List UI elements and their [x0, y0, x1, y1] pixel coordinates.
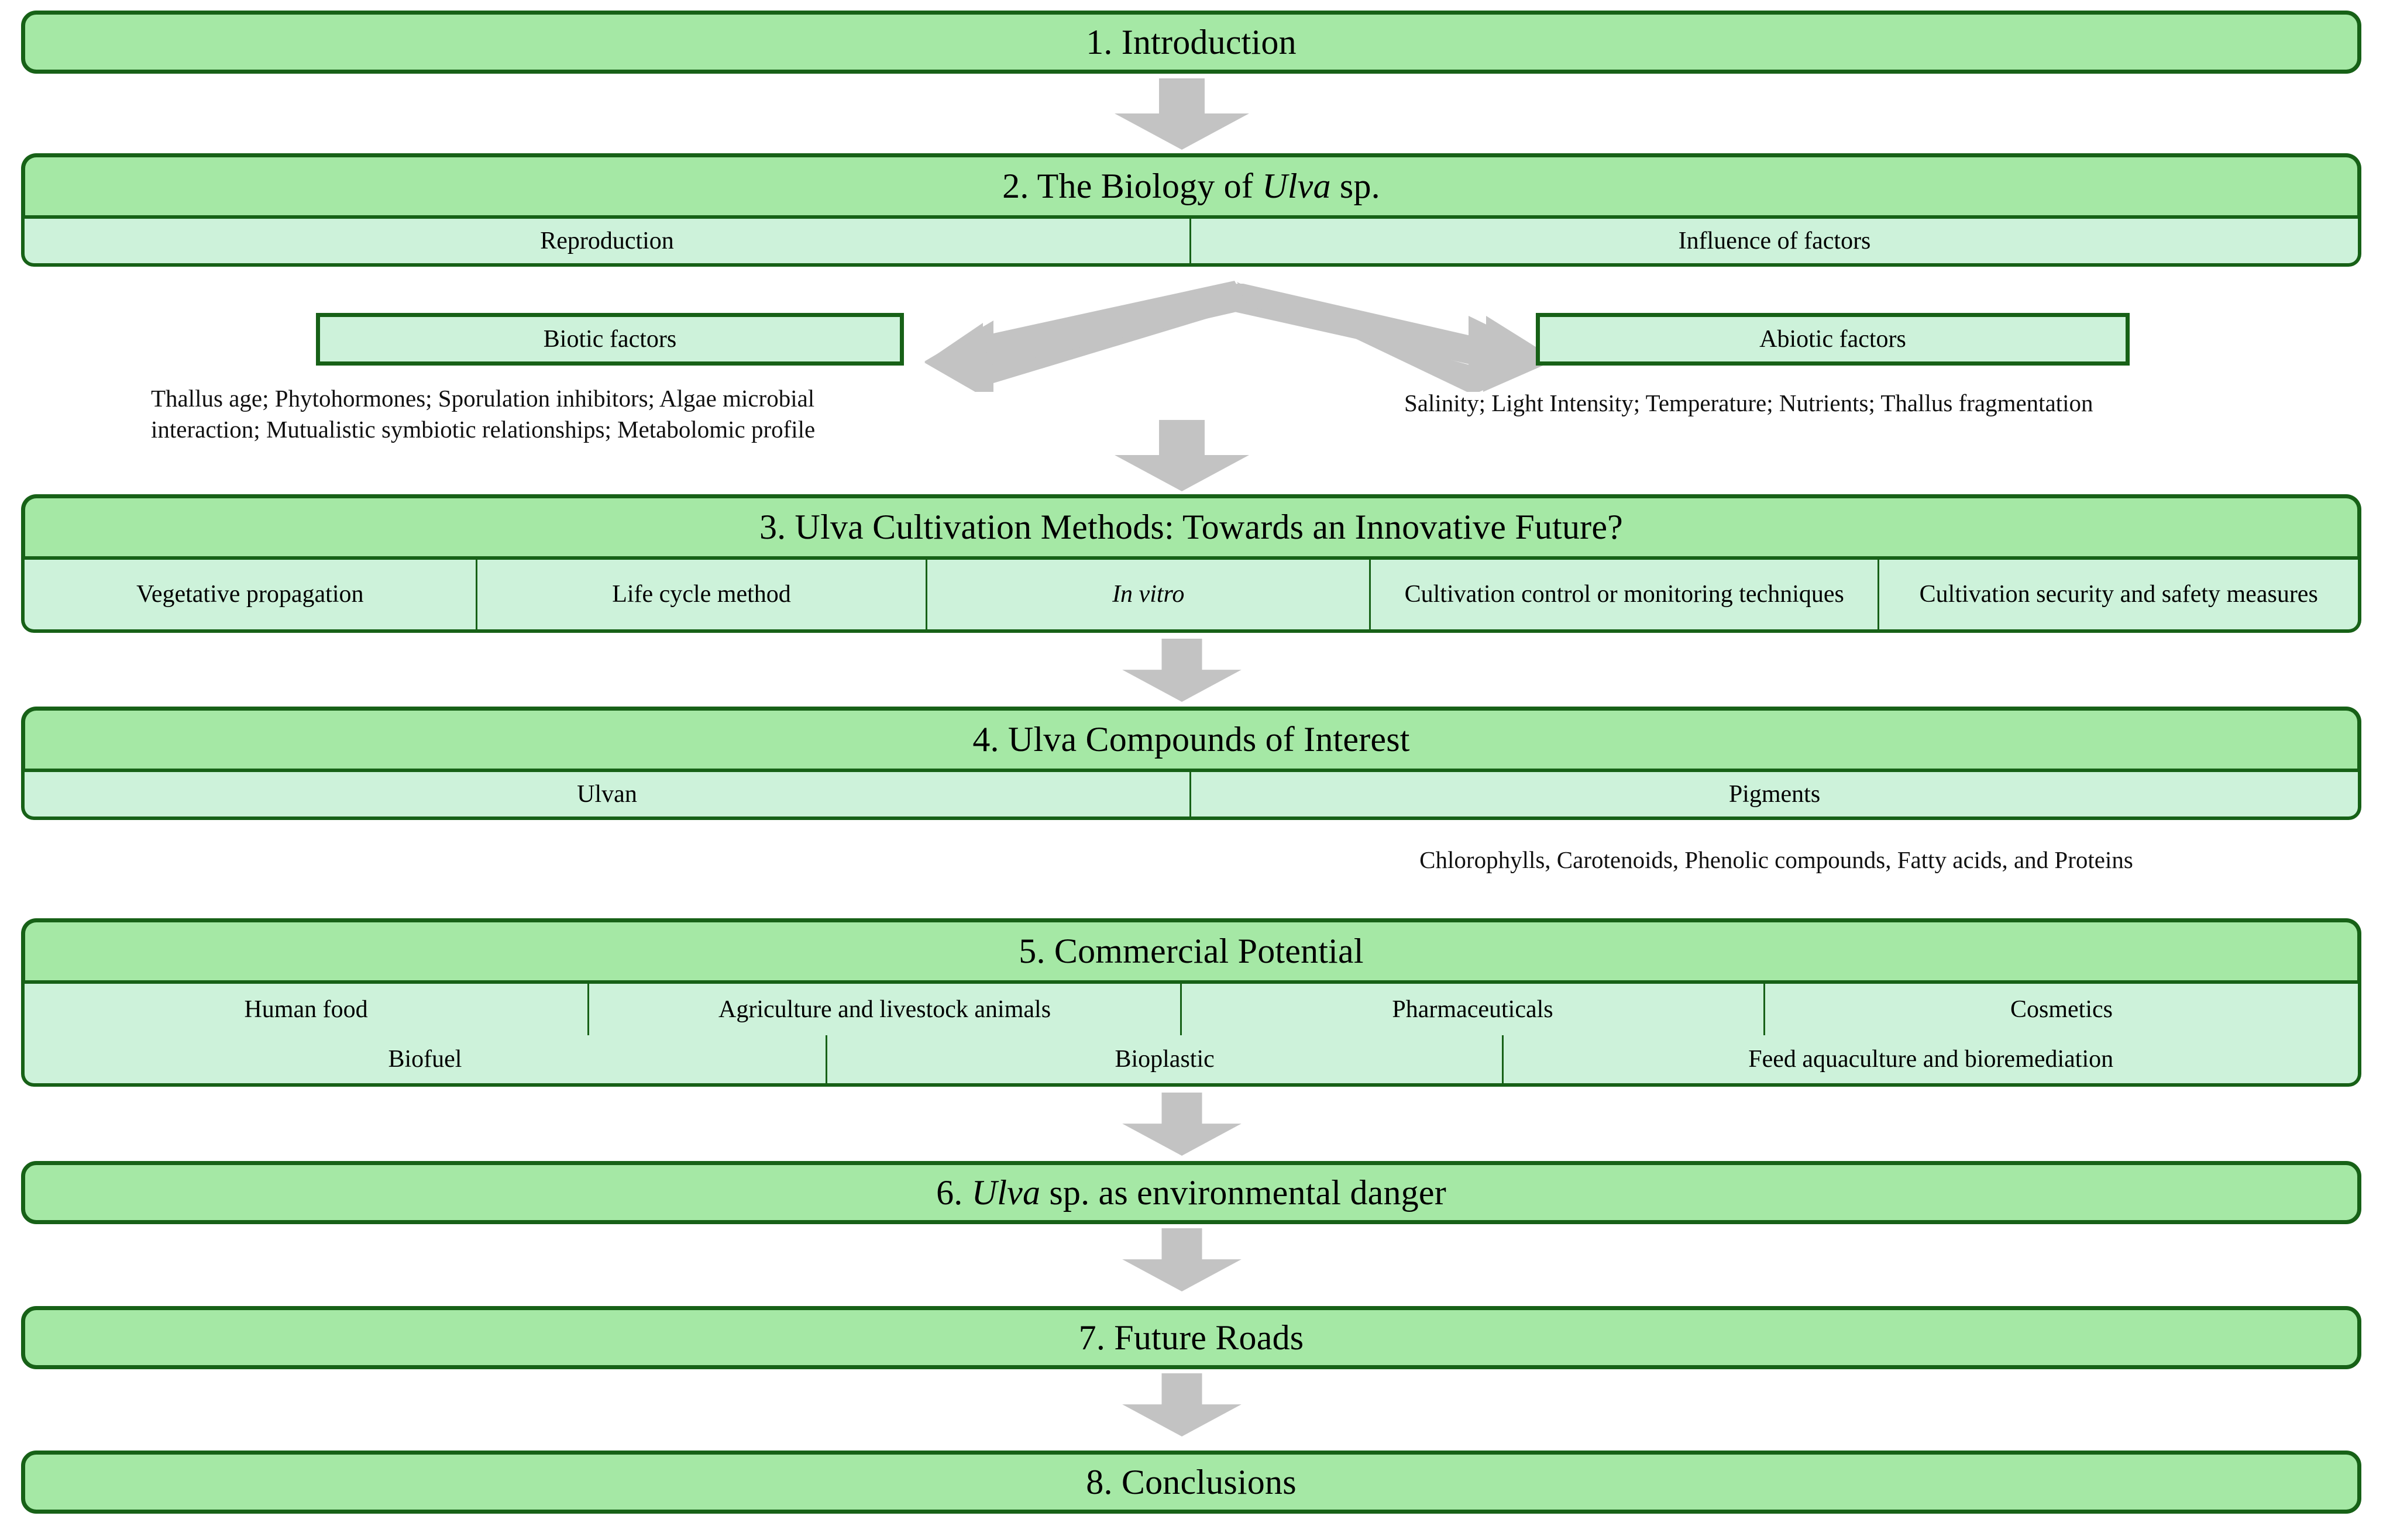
pigments-note-text: Chlorophylls, Carotenoids, Phenolic comp… [1419, 846, 2133, 873]
section-2-title: 2. The Biology of Ulva sp. [1002, 168, 1380, 205]
section-4-subrow: Ulvan Pigments [21, 772, 2361, 820]
subcell-feed-aquaculture-label: Feed aquaculture and bioremediation [1748, 1045, 2114, 1073]
section-2-title-prefix: 2. The Biology of [1002, 167, 1263, 205]
section-8-title: 8. Conclusions [1086, 1462, 1297, 1501]
section-1-title: 1. Introduction [1086, 22, 1297, 61]
arrow-down-icon-6-7 [1122, 1228, 1242, 1291]
subcell-influence-of-factors[interactable]: Influence of factors [1191, 219, 2358, 263]
arrow-down-icon-2-3 [1115, 420, 1249, 491]
abiotic-factors-note: Salinity; Light Intensity; Temperature; … [1404, 388, 2317, 419]
biotic-factors-label: Biotic factors [543, 326, 677, 353]
subcell-pharmaceuticals[interactable]: Pharmaceuticals [1182, 984, 1766, 1035]
subcell-ulvan[interactable]: Ulvan [25, 772, 1191, 816]
subcell-cultivation-security[interactable]: Cultivation security and safety measures [1879, 560, 2358, 629]
biotic-factors-note: Thallus age; Phytohormones; Sporulation … [151, 383, 1087, 446]
arrow-down-icon-5-6 [1122, 1093, 1242, 1156]
section-1-introduction[interactable]: 1. Introduction [21, 11, 2361, 74]
subcell-pharmaceuticals-label: Pharmaceuticals [1392, 995, 1553, 1023]
section-2-subrow: Reproduction Influence of factors [21, 219, 2361, 267]
section-5-subrow-2: Biofuel Bioplastic Feed aquaculture and … [21, 1035, 2361, 1087]
subcell-feed-aquaculture[interactable]: Feed aquaculture and bioremediation [1504, 1035, 2358, 1083]
biotic-factors-note-line1: Thallus age; Phytohormones; Sporulation … [151, 385, 815, 412]
subcell-human-food-label: Human food [244, 995, 368, 1023]
subcell-in-vitro-label: In vitro [1112, 581, 1185, 608]
section-2-biology[interactable]: 2. The Biology of Ulva sp. [21, 153, 2361, 219]
subcell-influence-of-factors-label: Influence of factors [1678, 227, 1871, 254]
abiotic-factors-label: Abiotic factors [1759, 326, 1906, 353]
biotic-factors-box[interactable]: Biotic factors [316, 313, 904, 366]
biotic-factors-note-line2: interaction; Mutualistic symbiotic relat… [151, 416, 816, 443]
abiotic-factors-note-text: Salinity; Light Intensity; Temperature; … [1404, 390, 2093, 416]
subcell-agriculture-livestock-label: Agriculture and livestock animals [718, 995, 1051, 1023]
subcell-cultivation-control[interactable]: Cultivation control or monitoring techni… [1371, 560, 1880, 629]
section-8-conclusions[interactable]: 8. Conclusions [21, 1451, 2361, 1514]
subcell-agriculture-livestock[interactable]: Agriculture and livestock animals [589, 984, 1182, 1035]
section-2-title-italic: Ulva [1262, 167, 1331, 205]
section-6-title-suffix: sp. as environmental danger [1040, 1173, 1446, 1212]
subcell-bioplastic-label: Bioplastic [1115, 1045, 1215, 1073]
subcell-reproduction[interactable]: Reproduction [25, 219, 1191, 263]
subcell-cultivation-control-label: Cultivation control or monitoring techni… [1404, 581, 1844, 608]
section-7-future-roads[interactable]: 7. Future Roads [21, 1306, 2361, 1369]
subcell-vegetative-propagation[interactable]: Vegetative propagation [25, 560, 477, 629]
arrow-down-icon-3-4 [1122, 639, 1242, 702]
subcell-vegetative-propagation-label: Vegetative propagation [136, 581, 364, 608]
section-6-title-italic: Ulva [971, 1173, 1041, 1212]
section-3-title: 3. Ulva Cultivation Methods: Towards an … [759, 508, 1624, 546]
subcell-pigments-label: Pigments [1728, 780, 1821, 808]
section-4-compounds[interactable]: 4. Ulva Compounds of Interest [21, 707, 2361, 772]
subcell-cosmetics-label: Cosmetics [2010, 995, 2113, 1023]
arrow-down-icon-7-8 [1122, 1373, 1242, 1436]
subcell-life-cycle-method-label: Life cycle method [612, 581, 791, 608]
section-4-title: 4. Ulva Compounds of Interest [972, 720, 1410, 759]
subcell-biofuel[interactable]: Biofuel [25, 1035, 827, 1083]
subcell-biofuel-label: Biofuel [388, 1045, 462, 1073]
abiotic-factors-box[interactable]: Abiotic factors [1536, 313, 2130, 366]
subcell-bioplastic[interactable]: Bioplastic [827, 1035, 1504, 1083]
pigments-note: Chlorophylls, Carotenoids, Phenolic comp… [1191, 845, 2361, 876]
section-6-title-prefix: 6. [936, 1173, 972, 1212]
section-6-environmental-danger[interactable]: 6. Ulva sp. as environmental danger [21, 1161, 2361, 1224]
subcell-cultivation-security-label: Cultivation security and safety measures [1919, 581, 2318, 608]
section-3-subrow: Vegetative propagation Life cycle method… [21, 560, 2361, 633]
section-7-title: 7. Future Roads [1078, 1318, 1304, 1357]
section-6-title: 6. Ulva sp. as environmental danger [936, 1174, 1446, 1211]
chevron-double-arrow-icon [924, 281, 1556, 392]
subcell-reproduction-label: Reproduction [540, 227, 674, 254]
subcell-ulvan-label: Ulvan [577, 780, 637, 808]
section-2-title-suffix: sp. [1330, 167, 1380, 205]
subcell-cosmetics[interactable]: Cosmetics [1765, 984, 2358, 1035]
arrow-down-icon-1-2 [1115, 78, 1249, 150]
section-5-title: 5. Commercial Potential [1019, 932, 1364, 970]
subcell-human-food[interactable]: Human food [25, 984, 590, 1035]
subcell-pigments[interactable]: Pigments [1191, 772, 2358, 816]
subcell-in-vitro[interactable]: In vitro [927, 560, 1371, 629]
section-5-commercial-potential[interactable]: 5. Commercial Potential [21, 918, 2361, 984]
section-3-cultivation-methods[interactable]: 3. Ulva Cultivation Methods: Towards an … [21, 494, 2361, 560]
section-5-subrow-1: Human food Agriculture and livestock ani… [21, 984, 2361, 1035]
subcell-life-cycle-method[interactable]: Life cycle method [477, 560, 928, 629]
